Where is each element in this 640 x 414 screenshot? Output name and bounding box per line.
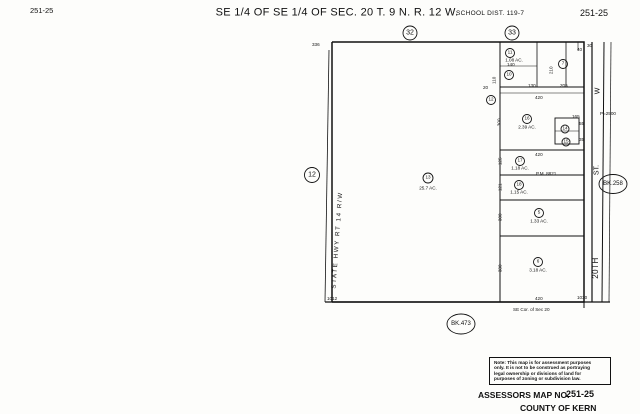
se-corner-label: SE Cor. of Sec 20 (513, 307, 550, 312)
dim-right-40: 40 (577, 47, 583, 52)
assessors-map-number: 251-25 (566, 389, 595, 399)
dim-121: 121 (497, 183, 503, 192)
parcel-5-number: 5 (537, 209, 541, 215)
dim-330: 330 (497, 264, 503, 273)
parcel-11-area: 1.08 AC. (505, 57, 523, 63)
parcel-17-area: 1.18 AC. (511, 165, 529, 171)
parcel-16-number: 16 (524, 115, 530, 121)
dim-right-30: 30 (587, 43, 593, 48)
dim-420-c: 420 (535, 296, 543, 301)
dim-300-b: 300 (497, 213, 503, 222)
dim-165: 165 (572, 114, 580, 119)
parcel-17-number: 17 (517, 157, 523, 163)
book-ref-east: BK.258 (603, 181, 623, 187)
street-20th-label: 20TH (591, 257, 600, 279)
dim-300: 300 (496, 118, 502, 127)
parcel-12-number: 12 (488, 96, 494, 102)
note-line: purposes of zoning or subdivision law. (494, 375, 581, 381)
book-ref-south: BK.473 (451, 321, 471, 327)
parcel-18-area: 1.15 AC. (510, 189, 528, 195)
parcel-13-number: 13 (425, 174, 431, 180)
parcel-7-number: 7 (561, 60, 565, 66)
county-label: COUNTY OF KERN (520, 403, 597, 413)
dim-420-b: 420 (535, 152, 543, 157)
dim-top-a: 140 (507, 62, 515, 67)
note-line: Note: This map is for assessment purpose… (494, 360, 592, 365)
parcel-15-number: 15 (563, 138, 569, 144)
dim-35: 35 (579, 137, 585, 142)
parcel-6-area: 3.18 AC. (529, 267, 547, 273)
note-line: only. It is not to be construed as portr… (494, 365, 591, 371)
parcel-11-number: 11 (507, 49, 513, 55)
dim-pt: P=2500 (600, 111, 616, 116)
section-33-label: 33 (508, 29, 516, 37)
section-32-label: 32 (406, 29, 414, 37)
parcel-18-number: 18 (516, 181, 522, 187)
street-w-label: W (594, 87, 602, 95)
dim-sw: 1012 (327, 296, 338, 301)
map-title: SE 1/4 OF SE 1/4 OF SEC. 20 T. 9 N. R. 1… (215, 6, 459, 19)
street-st-label: ST. (593, 164, 601, 176)
dim-top-c: 205 (560, 83, 568, 88)
note-line: legal ownership or divisions of land for (494, 370, 582, 376)
parcel-5-area: 1.33 AC. (530, 218, 548, 224)
dim-420-a: 420 (535, 95, 543, 100)
parcel-14-number: 14 (562, 125, 568, 131)
parcel-6-number: 6 (536, 258, 540, 264)
parcel-10-number: 10 (506, 71, 512, 77)
parcel-13-area: 25.7 AC. (419, 185, 437, 191)
dim-nw: 336 (312, 42, 320, 47)
parcel-16-area: 2.39 AC. (518, 124, 536, 130)
dim-125: 125 (497, 157, 503, 166)
section-12-label: 12 (308, 171, 316, 179)
dim-20: 20 (483, 85, 489, 90)
page-number-right: 251-25 (580, 8, 609, 18)
page-number-left: 251-25 (30, 6, 54, 15)
dim-110: 110 (491, 76, 497, 84)
parcel-map-ref: P.M. 8821 (536, 171, 557, 176)
dim-55: 55 (579, 121, 585, 126)
assessors-map-label: ASSESSORS MAP NO. (478, 390, 570, 400)
dim-top-b: 130 (528, 83, 536, 88)
dim-se: 1030 (577, 295, 588, 300)
dim-top-d: 210 (548, 66, 554, 75)
school-district: SCHOOL DIST. 119-7 (456, 10, 525, 17)
assessment-note: Note: This map is for assessment purpose… (489, 357, 611, 385)
